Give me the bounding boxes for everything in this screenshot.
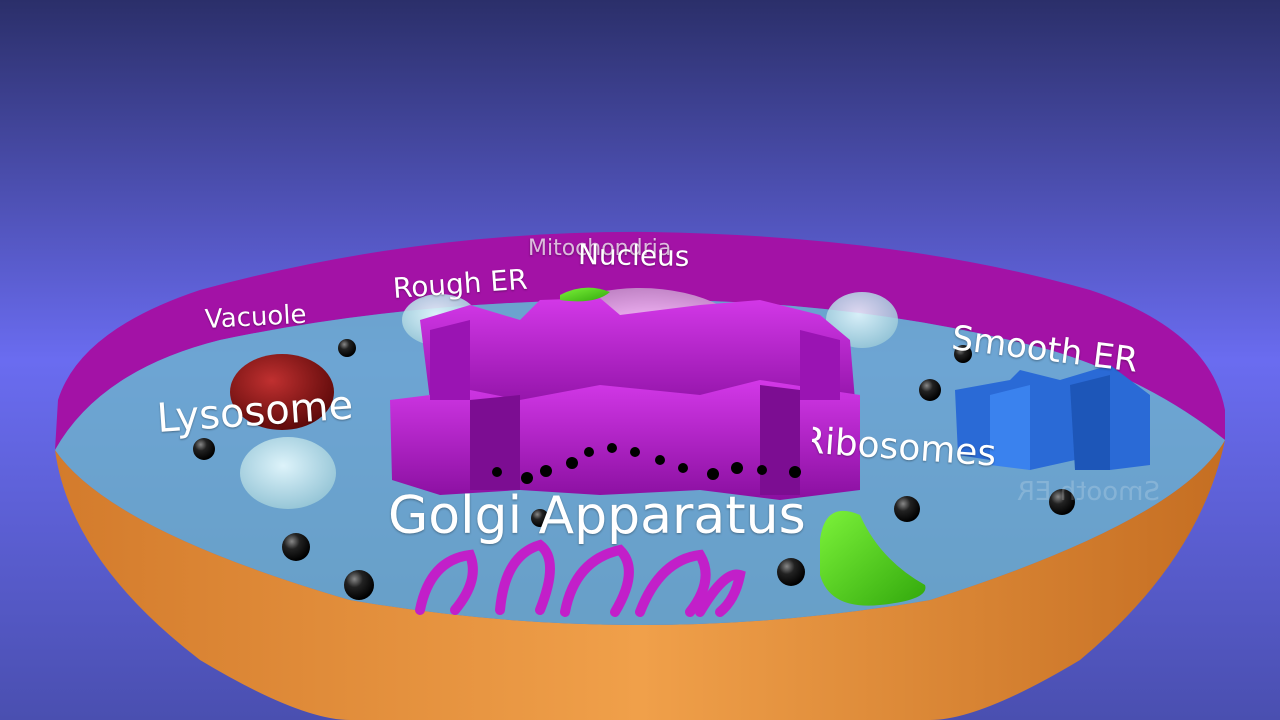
label-mitochondria: Mitochondria	[528, 236, 672, 261]
svg-text:Smooth ER: Smooth ER	[1017, 477, 1160, 507]
label-reflections: Smooth ER	[1017, 477, 1160, 507]
label-vacuole: Vacuole	[204, 299, 308, 335]
lysosome-shape	[230, 354, 334, 430]
label-nucleus: Nucleus	[577, 238, 690, 273]
golgi-shape	[415, 539, 746, 617]
cell-membrane	[55, 231, 1225, 450]
smooth-er-shape	[955, 365, 1150, 470]
cell-wall-exterior	[55, 440, 1225, 720]
vacuole-shape-2	[826, 292, 898, 348]
er-ribosome-dots	[492, 443, 801, 484]
mitochondria-shape-top	[560, 287, 610, 302]
vacuole-lower-shape	[240, 437, 336, 509]
label-golgi-apparatus: Golgi Apparatus	[388, 486, 806, 546]
ribosomes-shape	[193, 339, 1075, 600]
mitochondria-shape	[820, 510, 926, 606]
